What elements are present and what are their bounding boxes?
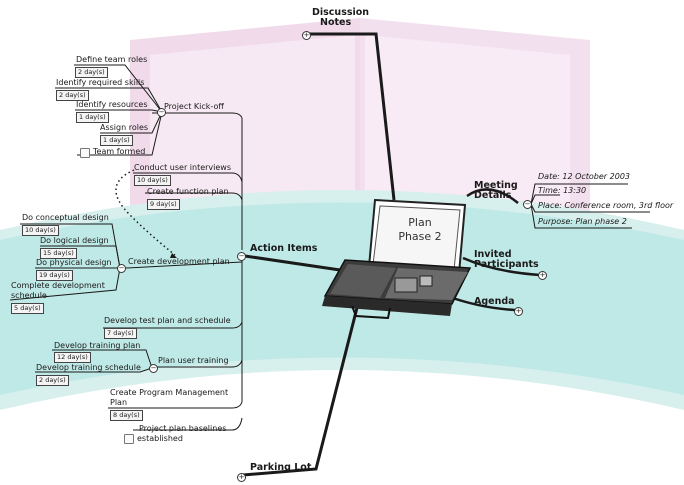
duration-badge: 1 day(s) xyxy=(76,112,109,123)
task-conduct-user-interviews[interactable]: Conduct user interviews xyxy=(134,163,231,173)
meeting-details-line2: Details xyxy=(474,191,518,201)
topic-action-items[interactable]: Action Items xyxy=(250,244,317,254)
central-topic-line1: Plan xyxy=(393,216,447,230)
duration-badge: 2 day(s) xyxy=(36,375,69,386)
expand-parking-lot-icon[interactable]: + xyxy=(237,473,246,482)
meeting-purpose: Purpose: Plan phase 2 xyxy=(538,217,627,227)
duration-badge: 19 day(s) xyxy=(36,270,73,281)
central-topic-line2: Phase 2 xyxy=(393,230,447,244)
task-create-development-plan[interactable]: Create development plan xyxy=(128,257,230,267)
task-identify-required-skills[interactable]: Identify required skills xyxy=(56,78,144,88)
discussion-notes-line2: Notes xyxy=(312,18,369,28)
duration-badge: 10 day(s) xyxy=(22,225,59,236)
milestone-checkbox[interactable] xyxy=(124,434,134,444)
duration-badge: 10 day(s) xyxy=(134,175,171,186)
meeting-time: Time: 13:30 xyxy=(538,186,586,196)
invited-participants-line2: Participants xyxy=(474,260,539,270)
milestone-team-formed[interactable]: Team formed xyxy=(93,147,145,157)
task-create-function-plan[interactable]: Create function plan xyxy=(147,187,229,197)
task-define-team-roles[interactable]: Define team roles xyxy=(76,55,147,65)
complete-schedule-line2: schedule xyxy=(11,291,105,301)
program-plan-line2: Plan xyxy=(110,398,228,408)
task-do-logical-design[interactable]: Do logical design xyxy=(40,236,109,246)
topic-invited-participants[interactable]: Invited Participants xyxy=(474,250,539,270)
topic-agenda[interactable]: Agenda xyxy=(474,297,515,307)
meeting-place: Place: Conference room, 3rd floor xyxy=(538,201,673,211)
task-complete-development-schedule[interactable]: Complete development schedule xyxy=(11,281,105,301)
task-develop-training-plan[interactable]: Develop training plan xyxy=(54,341,140,351)
topic-project-kickoff[interactable]: Project Kick-off xyxy=(164,102,224,112)
meeting-date: Date: 12 October 2003 xyxy=(538,172,630,182)
milestone-baselines-line1[interactable]: Project plan baselines xyxy=(139,424,226,434)
topic-discussion-notes[interactable]: Discussion Notes xyxy=(312,8,369,28)
task-identify-resources[interactable]: Identify resources xyxy=(76,100,148,110)
milestone-checkbox[interactable] xyxy=(80,148,90,158)
duration-badge: 2 day(s) xyxy=(75,67,108,78)
collapse-training-icon[interactable]: − xyxy=(149,364,158,373)
program-plan-line1: Create Program Management xyxy=(110,388,228,398)
collapse-meeting-details-icon[interactable]: − xyxy=(523,200,532,209)
duration-badge: 12 day(s) xyxy=(54,352,91,363)
duration-badge: 9 day(s) xyxy=(147,199,180,210)
task-create-program-management-plan[interactable]: Create Program Management Plan xyxy=(110,388,228,408)
task-plan-user-training[interactable]: Plan user training xyxy=(158,356,229,366)
expand-agenda-icon[interactable]: + xyxy=(514,307,523,316)
expand-discussion-notes-icon[interactable]: + xyxy=(302,31,311,40)
task-develop-test-plan[interactable]: Develop test plan and schedule xyxy=(104,316,231,326)
collapse-kickoff-icon[interactable]: − xyxy=(157,108,166,117)
expand-invited-participants-icon[interactable]: + xyxy=(538,271,547,280)
task-do-physical-design[interactable]: Do physical design xyxy=(36,258,111,268)
central-topic[interactable]: Plan Phase 2 xyxy=(393,216,447,244)
duration-badge: 7 day(s) xyxy=(104,328,137,339)
duration-badge: 1 day(s) xyxy=(100,135,133,146)
task-develop-training-schedule[interactable]: Develop training schedule xyxy=(36,363,141,373)
complete-schedule-line1: Complete development xyxy=(11,281,105,291)
task-assign-roles[interactable]: Assign roles xyxy=(100,123,148,133)
topic-meeting-details[interactable]: Meeting Details xyxy=(474,181,518,201)
collapse-development-plan-icon[interactable]: − xyxy=(117,264,126,273)
duration-badge: 5 day(s) xyxy=(11,303,44,314)
duration-badge: 8 day(s) xyxy=(110,410,143,421)
collapse-action-items-icon[interactable]: − xyxy=(237,252,246,261)
task-do-conceptual-design[interactable]: Do conceptual design xyxy=(22,213,109,223)
milestone-baselines-line2[interactable]: established xyxy=(137,434,183,444)
topic-parking-lot[interactable]: Parking Lot xyxy=(250,463,311,473)
